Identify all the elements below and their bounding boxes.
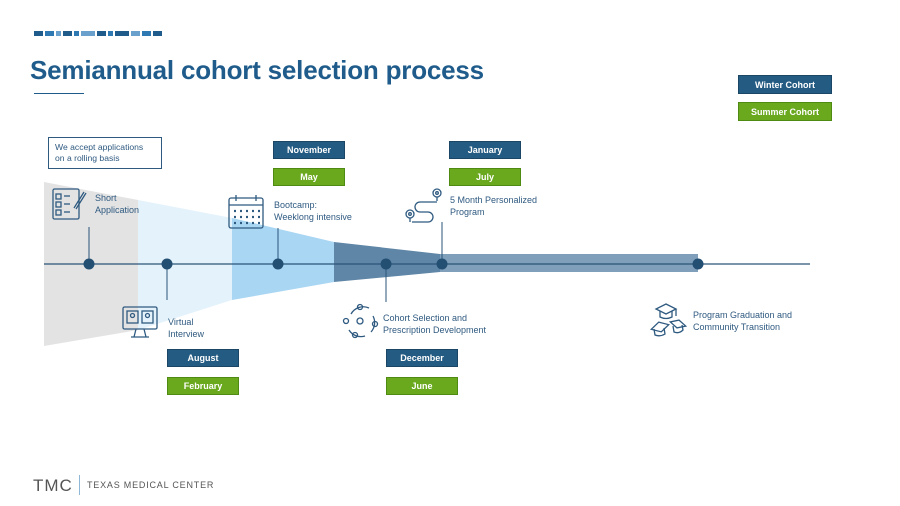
stage-label-virtual-interview: Virtual Interview [168, 317, 205, 339]
node-program [436, 258, 448, 270]
footer-divider [79, 475, 80, 495]
route-icon [405, 188, 442, 223]
rolling-applications-note: We accept applications on a rolling basi… [48, 137, 162, 169]
node-bootcamp [272, 258, 284, 270]
node-graduation [692, 258, 704, 270]
decoration-segment [74, 31, 79, 36]
decoration-segment [56, 31, 61, 36]
calendar-icon [228, 195, 264, 229]
node-selection [380, 258, 392, 270]
stage-label-bootcamp: Bootcamp: Weeklong intensive [274, 200, 352, 222]
decoration-segment [115, 31, 129, 36]
funnel-segment-interview [138, 200, 232, 330]
organization-name: TEXAS MEDICAL CENTER [87, 480, 215, 490]
team-circle-icon [342, 303, 379, 339]
decoration-segment [153, 31, 162, 36]
tag-interview-summer: February [167, 377, 239, 395]
tag-program-summer: July [449, 168, 521, 186]
application-form-icon [52, 188, 87, 220]
stage-label-cohort-selection: Cohort Selection and Prescription Develo… [383, 313, 487, 335]
stage-label-graduation: Program Graduation and Community Transit… [693, 310, 793, 332]
decoration-segment [81, 31, 95, 36]
stage-label-short-application: Short Application [95, 193, 140, 215]
tag-bootcamp-winter: November [273, 141, 345, 159]
node-interview [161, 258, 173, 270]
legend-winter-cohort: Winter Cohort [738, 75, 832, 94]
decoration-segment [108, 31, 113, 36]
page-title: Semiannual cohort selection process [30, 55, 484, 85]
decoration-segment [97, 31, 106, 36]
tag-selection-summer: June [386, 377, 458, 395]
node-application [83, 258, 95, 270]
decoration-segment [45, 31, 54, 36]
tag-interview-winter: August [167, 349, 239, 367]
tmc-logo: TMC [33, 476, 73, 495]
decoration-segment [131, 31, 140, 36]
decoration-segment [142, 31, 151, 36]
header-decoration-bar [34, 31, 170, 36]
funnel-segment-program [440, 254, 698, 272]
decoration-segment [63, 31, 72, 36]
decoration-segment [34, 31, 43, 36]
tag-bootcamp-summer: May [273, 168, 345, 186]
graduation-caps-icon [650, 303, 688, 337]
title-underline [34, 93, 84, 94]
tag-selection-winter: December [386, 349, 458, 367]
legend-summer-cohort: Summer Cohort [738, 102, 832, 121]
video-call-icon [122, 306, 158, 338]
stage-label-personalized-program: 5 Month Personalized Program [450, 195, 538, 217]
funnel-segment-bootcamp [232, 218, 334, 300]
tag-program-winter: January [449, 141, 521, 159]
